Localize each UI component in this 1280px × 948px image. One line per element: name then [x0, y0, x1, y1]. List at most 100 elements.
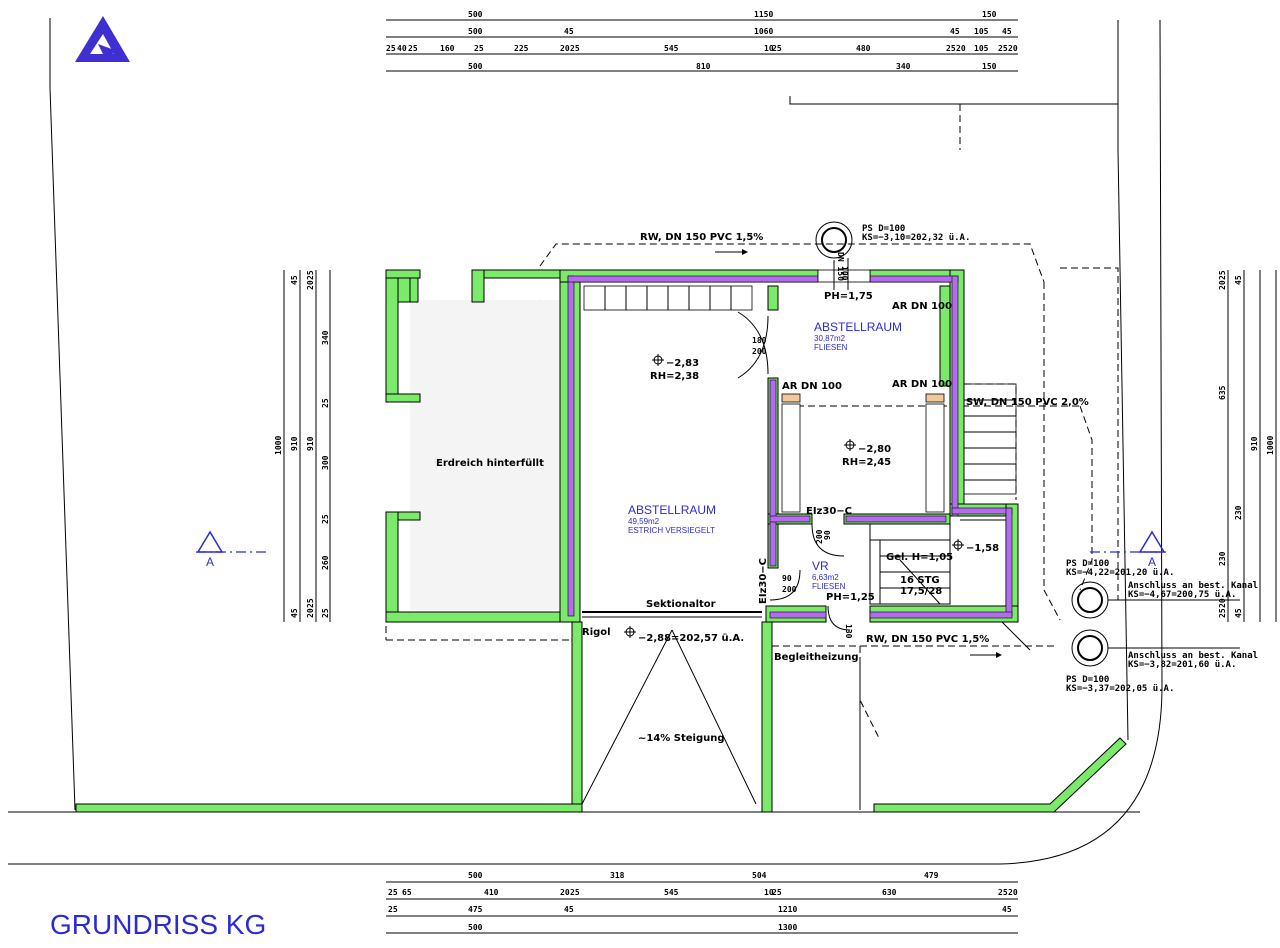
- manhole-top-icon: [815, 221, 853, 259]
- dimension-value: 479: [924, 871, 939, 880]
- dimension-value: 910: [306, 436, 315, 451]
- label-eiz2: EIz30−C: [758, 558, 769, 604]
- dimension-value: 504: [752, 871, 767, 880]
- dimension-value: 25: [772, 44, 782, 53]
- label-level-158: −1,58: [966, 543, 999, 554]
- dimension-value: 25: [321, 514, 330, 524]
- dimension-value: 1000: [1266, 436, 1275, 455]
- label-rigol: Rigol: [582, 627, 611, 638]
- dimension-value: 1210: [778, 905, 797, 914]
- ph-vr: PH=1,25: [826, 592, 875, 603]
- dimension-value: 475: [468, 905, 483, 914]
- dimension-value: 20: [306, 608, 315, 618]
- driveway: [581, 629, 757, 805]
- label-conn1a: Anschluss an best. Kanal: [1128, 581, 1258, 591]
- manhole-right2-icon: [1071, 629, 1109, 667]
- dimension-value: 20: [1218, 280, 1227, 290]
- label-ar1: AR DN 100: [892, 301, 952, 312]
- room-finish-vr: FLIESEN: [812, 582, 846, 591]
- label-ps-r1b: KS=−4,22=201,20 ü.A.: [1066, 568, 1174, 578]
- dimension-value: 20: [560, 44, 570, 53]
- dimension-value: 25: [946, 44, 956, 53]
- dimension-value: 230: [1234, 505, 1243, 520]
- dimension-value: 45: [1234, 275, 1243, 285]
- dims-right: 1000 910 45 635 230 45 25 20 230 20 25: [1218, 270, 1275, 618]
- dimension-value: 500: [468, 923, 483, 932]
- logo-icon: [75, 16, 130, 62]
- dimension-value: 25: [570, 888, 580, 897]
- room-area-vr: 6,63m2: [812, 573, 839, 582]
- dims-top-row3: 25 40 25 160 25 225 20 25 545 10 25 480 …: [386, 44, 1018, 53]
- label-gel: Gel. H=1,05: [886, 552, 953, 563]
- dimension-value: 910: [1250, 436, 1259, 451]
- dimension-value: 20: [560, 888, 570, 897]
- dims-top-row1: 500 1150 150: [468, 10, 997, 19]
- dimension-value: 105: [974, 27, 989, 36]
- dims-top-row2: 500 45 1060 45 105 45: [468, 27, 1012, 36]
- dimension-value: 1060: [754, 27, 773, 36]
- dimension-value: 25: [1218, 608, 1227, 618]
- shelving: [583, 285, 945, 513]
- dimension-value: 20: [1008, 888, 1018, 897]
- label-rw-bottom: RW, DN 150 PVC 1,5%: [866, 634, 989, 645]
- dimension-value: 65: [402, 888, 412, 897]
- label-ps-r3b: KS=−3,37=202,05 ü.A.: [1066, 684, 1174, 694]
- label-ar2: AR DN 100: [782, 381, 842, 392]
- section-marker-left-icon: [196, 530, 270, 553]
- dimension-value: 20: [1008, 44, 1018, 53]
- dimension-value: 45: [564, 27, 574, 36]
- label-ps-top-vert: DN 150: [836, 252, 845, 281]
- insulation: [567, 275, 1013, 619]
- page-title: GRUNDRISS KG: [50, 909, 266, 940]
- label-conn2b: KS=−3,82=201,60 ü.A.: [1128, 660, 1236, 670]
- level-marker-icon: [624, 354, 964, 638]
- label-ph-top: PH=1,75: [824, 291, 873, 302]
- label-door3a: 90: [782, 574, 792, 583]
- label-stairs2: 17,5/28: [900, 586, 942, 597]
- label-section-left: A: [206, 555, 214, 569]
- room-area-storage-upper: 30,87m2: [814, 334, 846, 343]
- label-sw: SW, DN 150 PVC 2,0%: [966, 397, 1089, 408]
- label-conn2a: Anschluss an best. Kanal: [1128, 651, 1258, 661]
- dimension-value: 25: [772, 888, 782, 897]
- label-door1b: 200: [752, 347, 767, 356]
- label-door5: 130: [844, 624, 853, 639]
- dimension-value: 500: [468, 10, 483, 19]
- label-eiz1: EIz30−C: [806, 506, 852, 517]
- level-storage-upper: −2,80: [858, 444, 891, 455]
- dimension-value: 1000: [274, 436, 283, 455]
- dimension-value: 160: [440, 44, 455, 53]
- earth-area: [410, 300, 560, 610]
- dimension-value: 25: [306, 598, 315, 608]
- label-section-right: A: [1148, 555, 1156, 569]
- level-storage-main: −2,83: [666, 358, 699, 369]
- dimension-value: 910: [290, 436, 299, 451]
- manhole-right1-icon: [1071, 581, 1109, 619]
- dimension-value: 545: [664, 888, 679, 897]
- height-storage-main: RH=2,38: [650, 371, 699, 382]
- dimension-value: 225: [514, 44, 529, 53]
- label-door4: 100: [840, 266, 849, 281]
- dims-bottom-row4: 500 1300: [468, 923, 797, 932]
- dimension-value: 630: [882, 888, 897, 897]
- dimension-value: 25: [321, 608, 330, 618]
- label-heating: Begleitheizung: [774, 652, 859, 663]
- dimension-value: 20: [306, 280, 315, 290]
- dims-bottom-row3: 25 475 45 1210 45: [388, 905, 1012, 914]
- dimension-value: 45: [950, 27, 960, 36]
- dimension-value: 40: [397, 44, 407, 53]
- walls: [75, 269, 1127, 813]
- plot-boundary: [8, 18, 1163, 865]
- dimension-value: 318: [610, 871, 625, 880]
- dimension-value: 810: [696, 62, 711, 71]
- dimension-value: 300: [321, 455, 330, 470]
- dimension-value: 25: [386, 44, 396, 53]
- dimension-value: 260: [321, 555, 330, 570]
- label-section-door: Sektionaltor: [646, 599, 716, 610]
- room-finish-storage-upper: FLIESEN: [814, 343, 848, 352]
- dimension-value: 150: [982, 62, 997, 71]
- dims-left: 1000 910 45 910 45 25 20 340 25 300 25 2…: [274, 270, 330, 618]
- doors: [582, 269, 871, 631]
- dimension-value: 1150: [754, 10, 773, 19]
